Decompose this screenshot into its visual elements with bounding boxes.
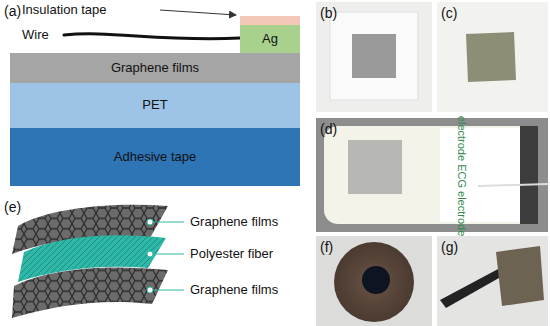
graphene-electrode: [348, 140, 402, 194]
photo: [437, 2, 548, 112]
panel-letter: (a): [4, 4, 21, 19]
photo: [316, 2, 432, 112]
part-label: Wire: [22, 28, 49, 42]
layer-label: Adhesive tape: [114, 150, 196, 164]
layer-label: Ag: [262, 32, 278, 46]
part-label: Polyester fiber: [190, 247, 273, 261]
layer-box: Adhesive tape: [10, 128, 300, 186]
panel-letter: (d): [320, 122, 337, 137]
photo: [437, 236, 548, 326]
layer-box: PET: [10, 83, 300, 128]
tweezers: [440, 268, 506, 308]
leader-line: [160, 10, 236, 15]
panel-letter: (f): [320, 240, 333, 255]
photo: [316, 236, 432, 326]
wire: [478, 184, 548, 186]
electrode-foam: [324, 126, 536, 224]
panel-letter: (e): [4, 200, 21, 215]
fabric-electrode: [334, 242, 414, 322]
part-label: electrode ECG electrode: [456, 116, 468, 236]
graphene-square: [352, 34, 396, 78]
panel-letter: (g): [441, 240, 458, 255]
photo: [316, 118, 548, 232]
insulation-tape: [240, 16, 300, 25]
wire: [64, 34, 240, 39]
layer-box: Graphene films: [10, 53, 300, 83]
part-label: Insulation tape: [22, 3, 107, 17]
graphene-sheet: [12, 267, 168, 318]
pet-sheet: [330, 12, 418, 100]
leader-lines: [147, 219, 184, 293]
part-label: Graphene films: [190, 215, 278, 229]
layer-label: PET: [142, 98, 167, 112]
electrode-paper: [440, 128, 528, 222]
part-label: Graphene films: [190, 283, 278, 297]
graphene-fabric: [496, 246, 544, 306]
layer-box: Ag: [240, 25, 300, 53]
panel-letter: (c): [441, 6, 457, 21]
snap-button: [362, 266, 390, 294]
electrode-tab: [520, 126, 538, 224]
panel-letter: (b): [320, 6, 337, 21]
layer-label: Graphene films: [111, 61, 199, 75]
graphene-fabric: [466, 32, 516, 82]
